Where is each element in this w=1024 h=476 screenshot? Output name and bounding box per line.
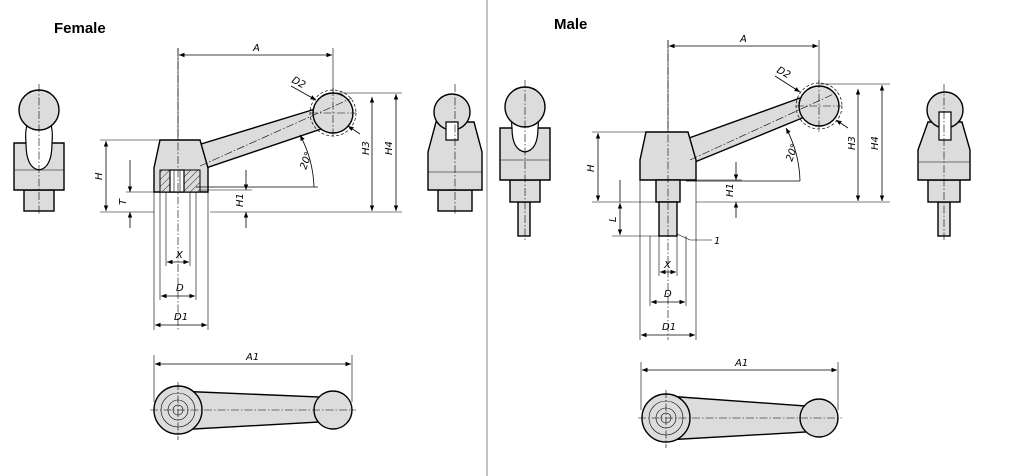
male-front-view: A D2 H3 H4 H L H1 <box>586 34 890 340</box>
male-dim-H4: H4 <box>870 136 881 150</box>
male-panel: Male <box>499 16 971 448</box>
male-top-view: A1 <box>638 358 842 448</box>
male-angle: 20° <box>784 143 800 163</box>
female-top-view: A1 <box>150 352 356 440</box>
male-dim-H: H <box>586 164 597 172</box>
female-dim-A: A <box>252 43 260 54</box>
female-right-side-view <box>427 84 483 214</box>
female-dim-T: T <box>118 198 129 205</box>
female-title: Female <box>54 20 106 37</box>
male-dim-A: A <box>739 34 747 45</box>
male-right-side-view <box>917 84 971 240</box>
male-dim-H1: H1 <box>725 183 736 197</box>
female-dim-H4: H4 <box>384 141 395 155</box>
male-dim-A1: A1 <box>734 358 748 369</box>
male-left-side-view <box>499 80 551 240</box>
male-dim-D: D <box>664 289 672 300</box>
male-dim-L: L <box>608 216 619 222</box>
female-front-view: A D2 H3 H4 H T H1 <box>94 43 402 330</box>
male-dim-X: X <box>663 260 672 271</box>
male-title: Male <box>554 16 587 33</box>
female-panel: Female <box>13 20 483 440</box>
male-callout-1: 1 <box>714 236 720 247</box>
male-dim-D2: D2 <box>775 65 793 81</box>
male-dim-H3: H3 <box>847 136 858 150</box>
female-left-side-view <box>13 84 65 214</box>
female-dim-D2: D2 <box>290 75 308 91</box>
female-angle: 20° <box>298 151 314 171</box>
female-dim-D: D <box>176 283 184 294</box>
male-dim-D1: D1 <box>662 322 676 333</box>
female-dim-D1: D1 <box>174 312 188 323</box>
female-dim-H3: H3 <box>361 141 372 155</box>
female-dim-X: X <box>175 250 184 261</box>
female-dim-H1: H1 <box>235 193 246 207</box>
female-dim-H: H <box>94 172 105 180</box>
female-dim-A1: A1 <box>245 352 259 363</box>
